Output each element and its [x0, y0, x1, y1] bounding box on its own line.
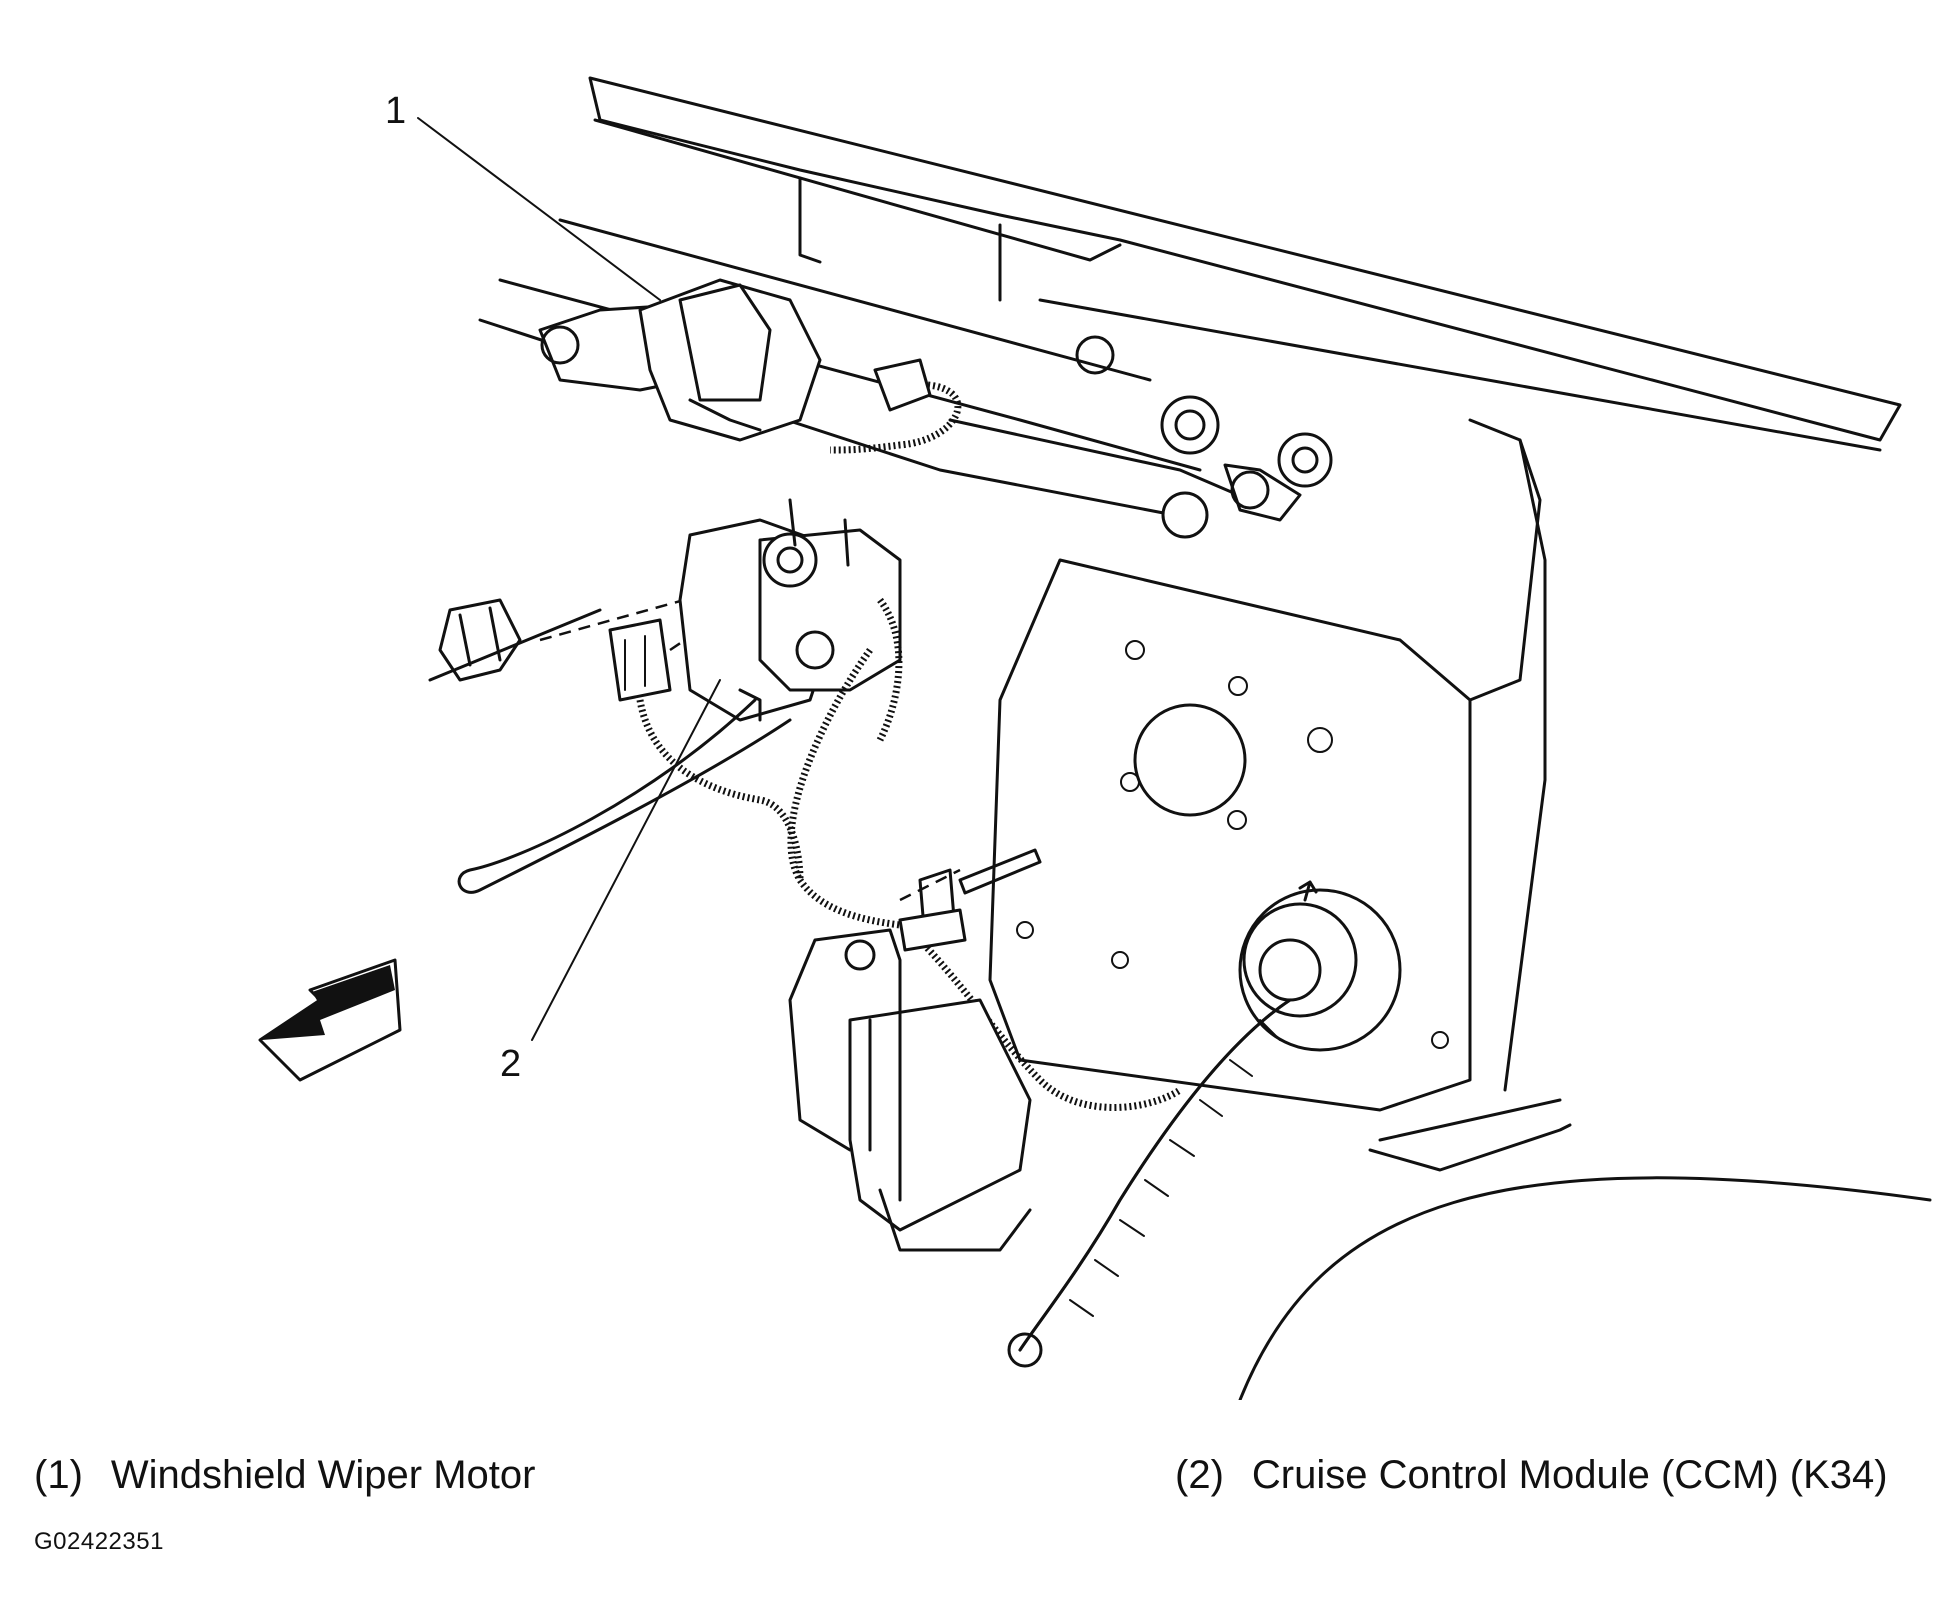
clip-guide-line: [539, 588, 721, 642]
wiper-motor: [538, 278, 962, 454]
callout-1-number: 1: [385, 90, 407, 132]
legend-item-2-number: (2): [1175, 1453, 1224, 1497]
callout-2-leader: [531, 679, 721, 1041]
callout-1-leader: [417, 117, 661, 301]
callout-2-number: 2: [500, 1043, 522, 1085]
wiper-motor-ccm-location-diagram: [258, 76, 1932, 1400]
cruise-control-module: [457, 498, 902, 894]
wire-harness: [636, 597, 1292, 1368]
firewall-panel: [988, 418, 1547, 1112]
wheel-well: [1238, 1098, 1932, 1400]
harness-bracket: [898, 848, 1042, 952]
legend-item-1: (1) Windshield Wiper Motor: [34, 1455, 535, 1495]
retainer-clip: [428, 598, 602, 682]
legend-item-1-label: Windshield Wiper Motor: [110, 1453, 536, 1497]
figure-id: G02422351: [34, 1528, 164, 1555]
wiper-linkage: [948, 395, 1333, 539]
legend-item-1-number: (1): [34, 1453, 83, 1497]
legend-item-2: (2) Cruise Control Module (CCM) (K34): [1175, 1455, 1888, 1495]
ccm-connector: [608, 618, 672, 702]
legend-item-2-label: Cruise Control Module (CCM) (K34): [1251, 1453, 1888, 1497]
lower-housing: [788, 928, 1032, 1252]
forward-arrow-icon: [258, 958, 402, 1082]
